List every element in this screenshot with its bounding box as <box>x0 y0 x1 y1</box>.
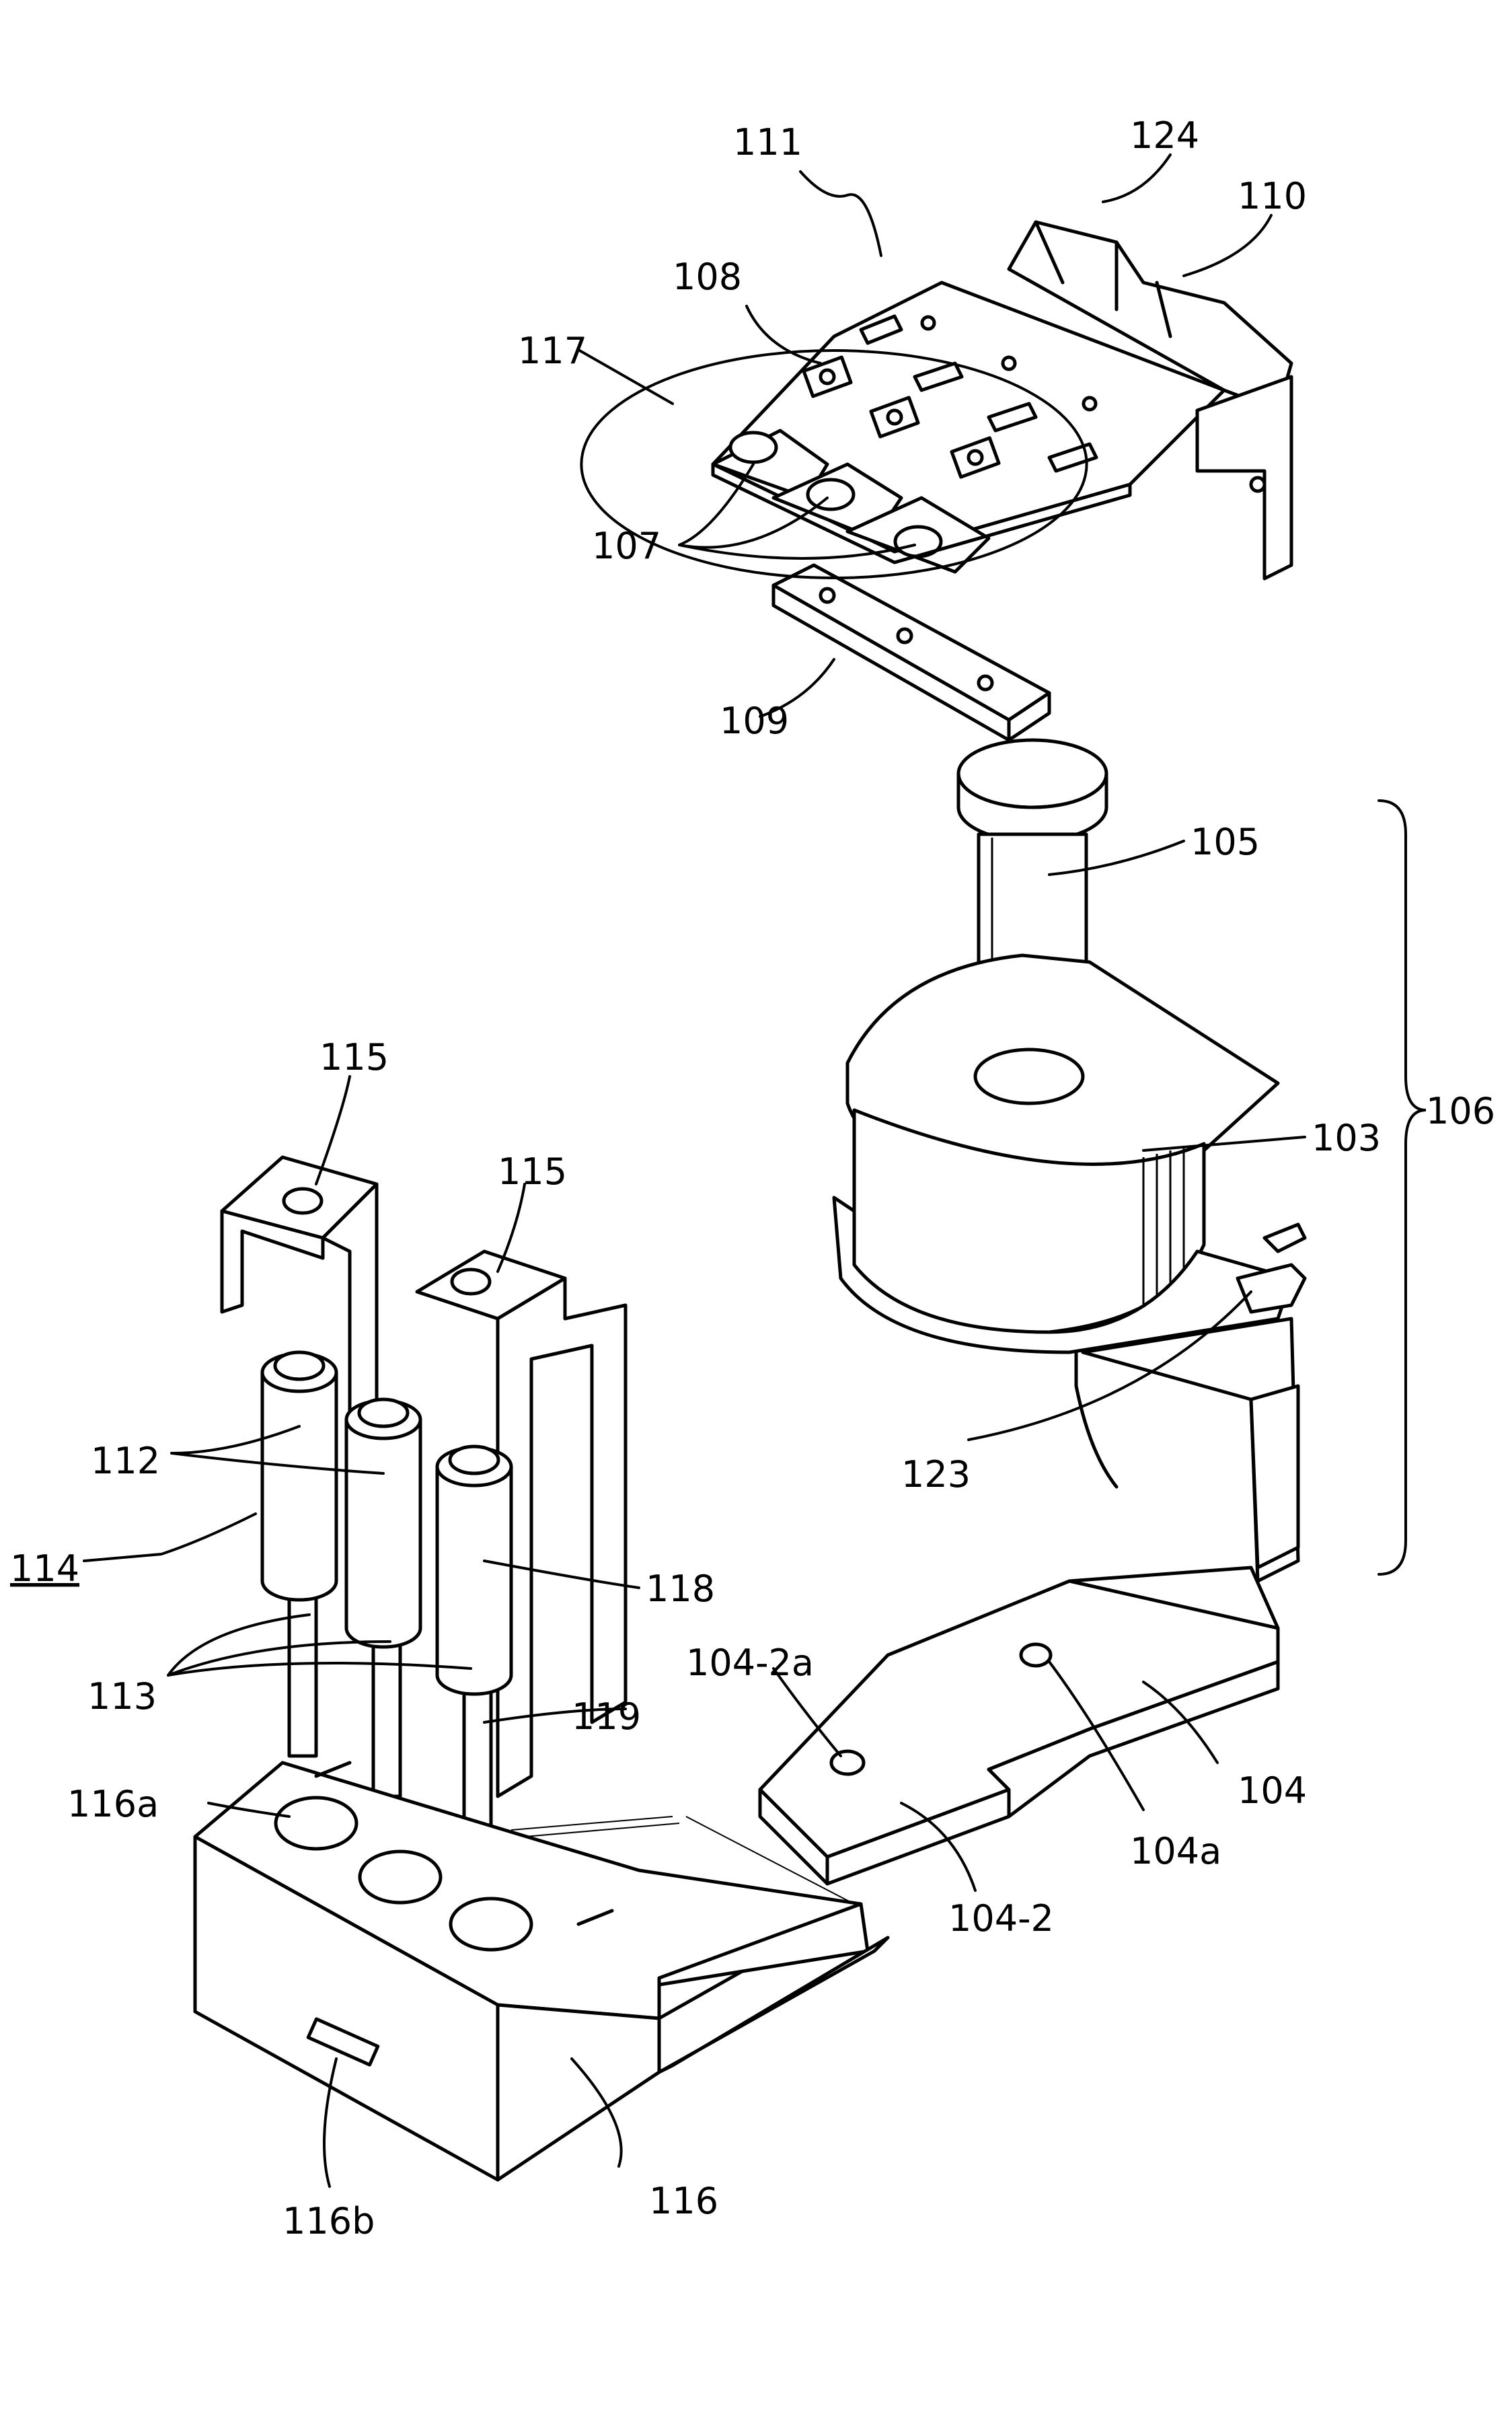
bracket-106-brace <box>1379 801 1426 1574</box>
label-111: 111 <box>733 121 802 163</box>
label-108: 108 <box>673 256 742 298</box>
label-116a: 116a <box>67 1783 159 1825</box>
label-113: 113 <box>87 1675 157 1718</box>
label-112: 112 <box>91 1440 160 1482</box>
label-105: 105 <box>1190 821 1260 863</box>
label-115-left: 115 <box>319 1036 389 1078</box>
label-104: 104 <box>1238 1769 1307 1812</box>
contact-bar-109 <box>773 565 1049 740</box>
label-115-right: 115 <box>498 1150 567 1193</box>
label-106: 106 <box>1426 1090 1495 1132</box>
label-119: 119 <box>572 1695 641 1738</box>
label-104-2: 104-2 <box>948 1897 1054 1940</box>
electromagnet-unit <box>760 955 1305 1884</box>
label-123: 123 <box>901 1453 971 1496</box>
label-116: 116 <box>649 2180 718 2222</box>
label-114: 114 <box>10 1547 79 1590</box>
label-116b: 116b <box>282 2200 375 2242</box>
label-104a: 104a <box>1130 1830 1221 1872</box>
label-124: 124 <box>1130 114 1199 157</box>
label-117: 117 <box>518 330 587 372</box>
label-118: 118 <box>646 1568 715 1610</box>
label-104-2a: 104-2a <box>686 1642 814 1684</box>
label-110: 110 <box>1238 175 1307 217</box>
label-109: 109 <box>720 700 789 742</box>
label-103: 103 <box>1312 1117 1381 1159</box>
label-107: 107 <box>592 525 661 567</box>
movable-contact-assembly <box>713 222 1291 579</box>
